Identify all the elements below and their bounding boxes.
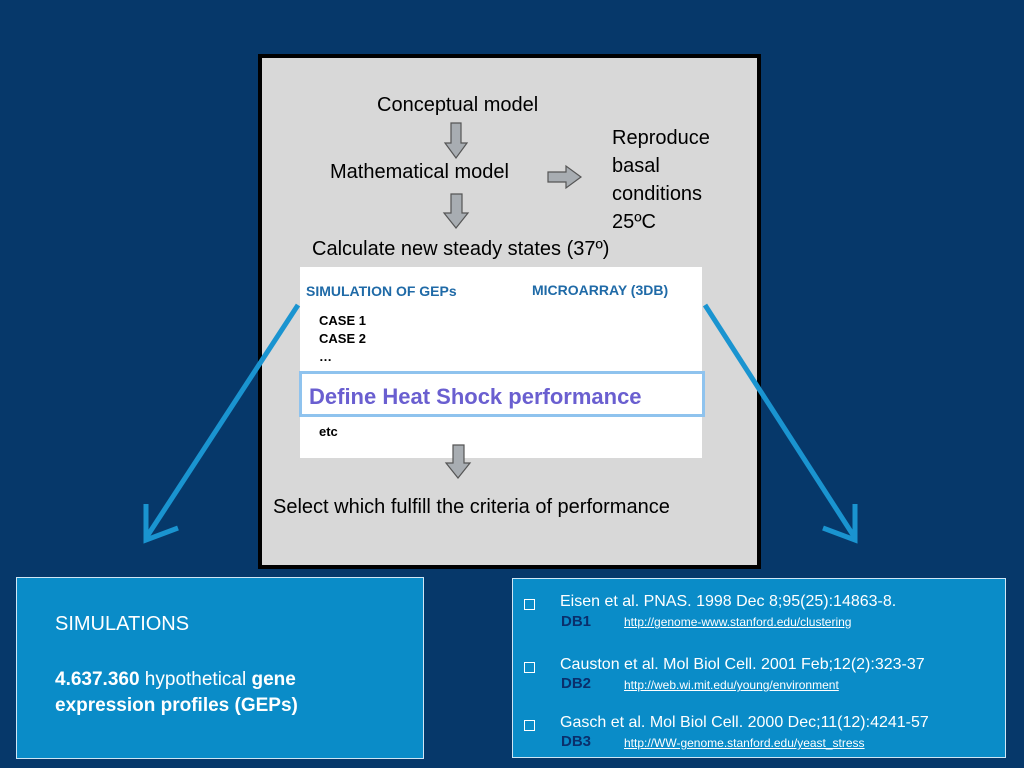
reproduce-line-3: conditions — [612, 183, 703, 205]
db-link[interactable]: http://genome-www.stanford.edu/clusterin… — [624, 615, 852, 629]
checkbox-icon — [524, 597, 535, 615]
reproduce-line-2: basal — [612, 155, 660, 177]
profiles-text: expression profiles (GEPs) — [55, 695, 298, 716]
db-reference: Gasch et al. Mol Biol Cell. 2000 Dec;11(… — [560, 714, 929, 731]
simulations-panel — [16, 577, 424, 759]
define-heat-shock-label: Define Heat Shock performance — [309, 384, 642, 409]
hypothetical-text: hypothetical — [139, 669, 252, 690]
simulations-title: SIMULATIONS — [55, 613, 190, 635]
case-item: CASE 1 — [319, 313, 366, 328]
down-arrow-icon — [442, 193, 470, 229]
calculate-steady-states-label: Calculate new steady states (37º) — [312, 238, 610, 260]
define-performance-box — [299, 371, 705, 417]
reproduce-line-1: Reproduce — [612, 127, 710, 149]
case-item: … — [319, 349, 332, 364]
gene-text: gene — [251, 669, 296, 690]
microarray-header: MICROARRAY (3DB) — [532, 282, 669, 298]
down-arrow-icon — [443, 122, 469, 160]
down-arrow-icon — [444, 444, 472, 479]
reproduce-basal-label: Reproduce basal conditions 25ºC — [612, 124, 710, 236]
checkbox-icon — [524, 660, 535, 678]
db-label: DB2 — [561, 675, 592, 692]
simulation-gep-header: SIMULATION OF GEPs — [306, 283, 457, 299]
diagonal-arrow-icon — [143, 303, 301, 544]
db-reference: Eisen et al. PNAS. 1998 Dec 8;95(25):148… — [560, 593, 897, 610]
db-link[interactable]: http://web.wi.mit.edu/young/environment — [624, 678, 839, 692]
mathematical-model-label: Mathematical model — [330, 161, 509, 183]
conceptual-model-label: Conceptual model — [377, 94, 539, 116]
databases-panel — [512, 578, 1006, 758]
db-link[interactable]: http://WW-genome.stanford.edu/yeast_stre… — [624, 736, 865, 750]
checkbox-icon — [524, 718, 535, 736]
reproduce-line-4: 25ºC — [612, 211, 656, 233]
diagonal-arrow-icon — [702, 303, 858, 544]
db-label: DB3 — [561, 733, 592, 750]
right-arrow-icon — [547, 164, 583, 190]
etc-label: etc — [319, 424, 338, 439]
select-criteria-label: Select which fulfill the criteria of per… — [273, 496, 670, 518]
simulations-description: 4.637.360 hypothetical gene expression p… — [55, 667, 298, 719]
simulation-microarray-box — [300, 267, 702, 458]
db-label: DB1 — [561, 613, 592, 630]
simulation-count: 4.637.360 — [55, 669, 140, 690]
case-item: CASE 2 — [319, 331, 366, 346]
db-reference: Causton et al. Mol Biol Cell. 2001 Feb;1… — [560, 656, 925, 673]
